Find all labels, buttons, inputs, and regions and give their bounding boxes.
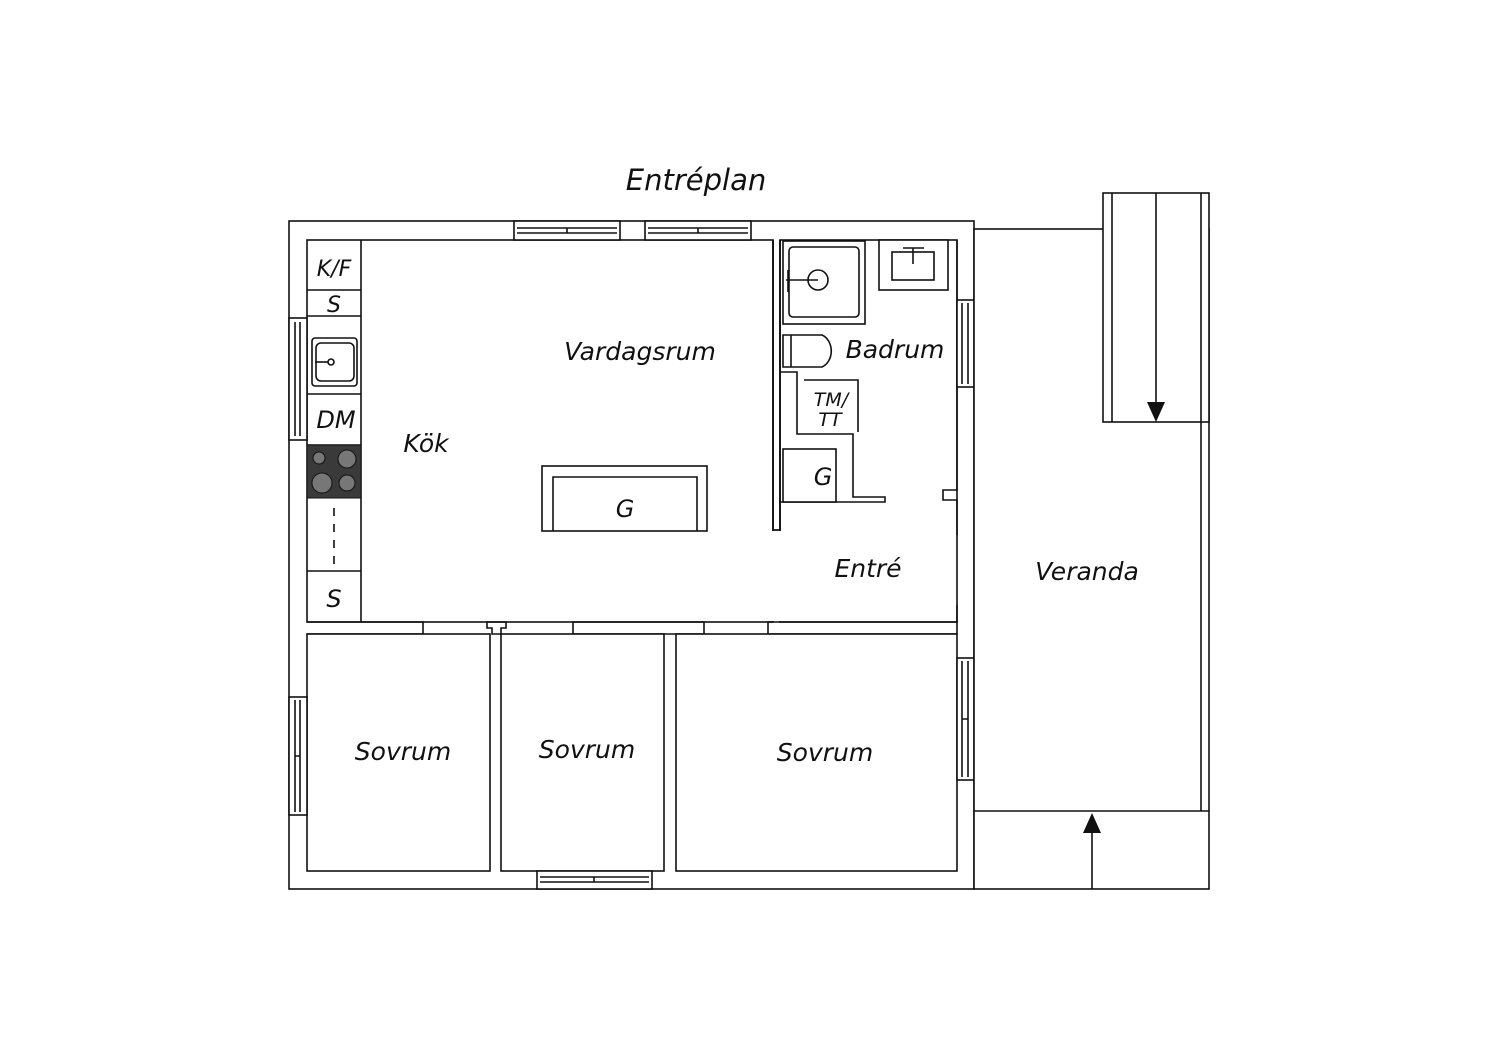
sink-icon bbox=[311, 337, 358, 387]
room-label-sovrum: Sovrum bbox=[355, 737, 451, 766]
bathroom-right-wall bbox=[942, 240, 958, 535]
fixture-label-s: S bbox=[327, 293, 341, 318]
stairs-bottom bbox=[974, 810, 1209, 889]
fixture-label-kf: K/F bbox=[317, 257, 352, 282]
window bbox=[956, 657, 975, 781]
kitchen-counter bbox=[306, 240, 362, 622]
window bbox=[513, 220, 621, 241]
window bbox=[288, 696, 308, 816]
arrow-up-icon bbox=[1083, 813, 1101, 833]
window bbox=[644, 220, 752, 241]
room-label-sovrum: Sovrum bbox=[539, 735, 635, 764]
fixture-label-s: S bbox=[326, 585, 341, 613]
shower-icon bbox=[782, 240, 866, 325]
window bbox=[956, 299, 975, 388]
fixture-label-g: G bbox=[616, 495, 635, 523]
washbasin-icon bbox=[878, 239, 949, 291]
cabinet bbox=[782, 448, 837, 503]
bedroom-3 bbox=[675, 633, 958, 872]
room-label-veranda: Veranda bbox=[1035, 557, 1139, 586]
plan-title: Entréplan bbox=[626, 163, 766, 197]
window bbox=[288, 317, 308, 441]
kitchen-island bbox=[541, 465, 708, 532]
fixture-label-tt: TT bbox=[818, 409, 843, 431]
toilet-icon bbox=[782, 334, 833, 368]
bedroom-2 bbox=[500, 633, 665, 872]
fixture-label-dm: DM bbox=[316, 406, 355, 434]
veranda bbox=[973, 192, 1210, 890]
bathroom-partition bbox=[780, 371, 886, 503]
room-label-entre: Entré bbox=[834, 554, 901, 583]
fixture-label-tm: TM/ bbox=[814, 389, 851, 411]
room-label-badrum: Badrum bbox=[846, 335, 945, 364]
bedroom-1 bbox=[306, 633, 491, 872]
room-label-kok: Kök bbox=[403, 429, 450, 458]
living-entre-opening bbox=[772, 531, 782, 621]
fixture-label-g: G bbox=[814, 463, 833, 491]
arrow-down-icon bbox=[1147, 402, 1165, 422]
room-label-sovrum: Sovrum bbox=[777, 738, 873, 767]
window bbox=[536, 870, 653, 890]
room-label-vardagsrum: Vardagsrum bbox=[564, 337, 716, 366]
